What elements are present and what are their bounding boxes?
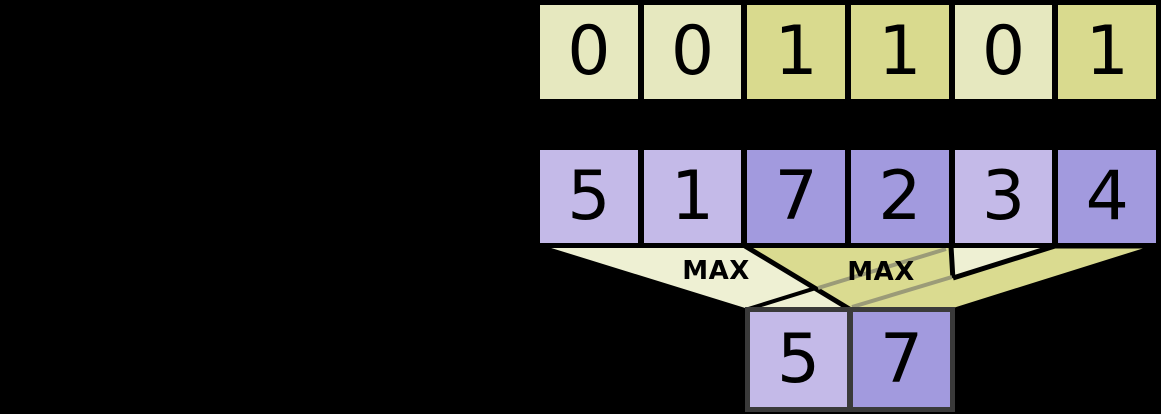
mask-cell-1: 0 [643, 5, 742, 99]
funnel-cell4-dark-shape [851, 246, 1159, 310]
value-cell-1: 1 [643, 150, 742, 243]
max-operator-label-left: MAX [682, 256, 750, 286]
output-row: 5 7 [745, 307, 955, 412]
hidden-edge-line-right [851, 275, 953, 309]
mask-cell-5: 1 [1058, 5, 1157, 99]
funnel-right-dark-outline [743, 243, 956, 313]
hidden-edge-line-left [817, 247, 947, 290]
value-cell-4: 3 [954, 150, 1053, 243]
value-cell-0: 5 [540, 150, 638, 243]
mask-cell-3: 1 [851, 5, 949, 99]
mask-cell-0: 0 [540, 5, 638, 99]
value-cell-2: 7 [747, 150, 846, 243]
value-row: 5 1 7 2 3 4 [535, 145, 1161, 248]
mask-cell-4: 0 [954, 5, 1053, 99]
value-cell-3: 2 [851, 150, 949, 243]
output-cell-1: 7 [853, 312, 950, 407]
mask-cell-2: 1 [747, 5, 846, 99]
output-cell-0: 5 [750, 312, 847, 407]
mask-row: 0 0 1 1 0 1 [535, 0, 1161, 104]
max-operator-label-right: MAX [847, 257, 915, 287]
value-cell-5: 4 [1058, 150, 1157, 243]
